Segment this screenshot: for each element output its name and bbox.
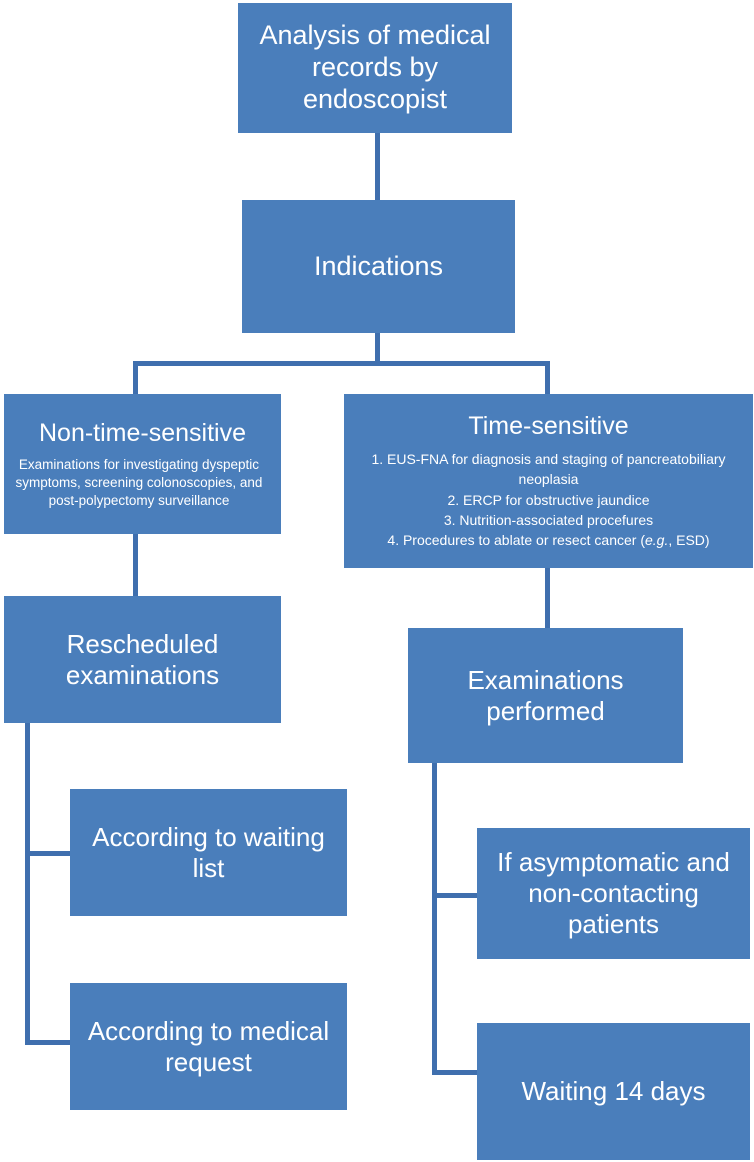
connector-examinations-spine xyxy=(432,763,437,1075)
node-according-to-medical-request[interactable]: According to medical request xyxy=(70,983,347,1110)
connector-time-sensitive-to-examinations xyxy=(545,568,550,628)
node-medical-request-label: According to medical request xyxy=(87,1015,330,1077)
node-non-time-sensitive-title: Non-time-sensitive xyxy=(38,418,246,447)
connector-examinations-stub-asymptomatic xyxy=(432,893,477,898)
connector-indications-to-branch xyxy=(375,333,380,363)
node-examinations-performed-label: Examinations performed xyxy=(467,664,624,726)
node-non-time-sensitive[interactable]: Non-time-sensitive Examinations for inve… xyxy=(4,394,281,534)
node-examinations-performed[interactable]: Examinations performed xyxy=(408,628,683,763)
node-time-sensitive[interactable]: Time-sensitive 1. EUS-FNA for diagnosis … xyxy=(344,394,753,568)
connector-branch-bar xyxy=(133,361,550,366)
node-waiting-14-days[interactable]: Waiting 14 days xyxy=(477,1023,750,1160)
node-indications[interactable]: Indications xyxy=(242,200,515,333)
item4-italic: e.g. xyxy=(644,532,669,549)
connector-rescheduled-stub-waiting-list xyxy=(25,851,70,856)
node-analysis-of-medical-records[interactable]: Analysis of medical records by endoscopi… xyxy=(238,3,512,133)
node-analysis-label: Analysis of medical records by endoscopi… xyxy=(259,20,491,114)
node-waiting-list-label: According to waiting list xyxy=(92,821,325,883)
connector-rescheduled-stub-medical-request xyxy=(25,1040,70,1045)
connector-rescheduled-spine xyxy=(25,723,30,1045)
node-according-to-waiting-list[interactable]: According to waiting list xyxy=(70,789,347,916)
item4-suffix: , ESD) xyxy=(668,532,710,549)
node-time-sensitive-item-1: 1. EUS-FNA for diagnosis and staging of … xyxy=(371,451,726,488)
node-indications-label: Indications xyxy=(313,250,444,281)
node-rescheduled-label: Rescheduled examinations xyxy=(65,628,220,690)
connector-non-time-sensitive-to-rescheduled xyxy=(133,534,138,596)
node-time-sensitive-item-4: 4. Procedures to ablate or resect cancer… xyxy=(344,530,753,550)
item4-prefix: 4. Procedures to ablate or resect cancer… xyxy=(387,532,645,549)
node-time-sensitive-item-2: 2. ERCP for obstructive jaundice xyxy=(447,491,650,508)
node-asymptomatic-label: If asymptomatic and non-contacting patie… xyxy=(497,847,730,939)
node-if-asymptomatic[interactable]: If asymptomatic and non-contacting patie… xyxy=(477,828,750,959)
node-time-sensitive-item-3: 3. Nutrition-associated procefures xyxy=(443,511,654,528)
node-time-sensitive-title: Time-sensitive xyxy=(468,411,629,440)
node-waiting-14-days-label: Waiting 14 days xyxy=(521,1076,706,1107)
connector-branch-left-drop xyxy=(133,361,138,394)
connector-branch-right-drop xyxy=(545,361,550,394)
connector-analysis-to-indications xyxy=(375,133,380,201)
node-rescheduled-examinations[interactable]: Rescheduled examinations xyxy=(4,596,281,723)
node-non-time-sensitive-body: Examinations for investigating dyspeptic… xyxy=(15,457,263,508)
connector-examinations-stub-waiting-14-days xyxy=(432,1070,477,1075)
